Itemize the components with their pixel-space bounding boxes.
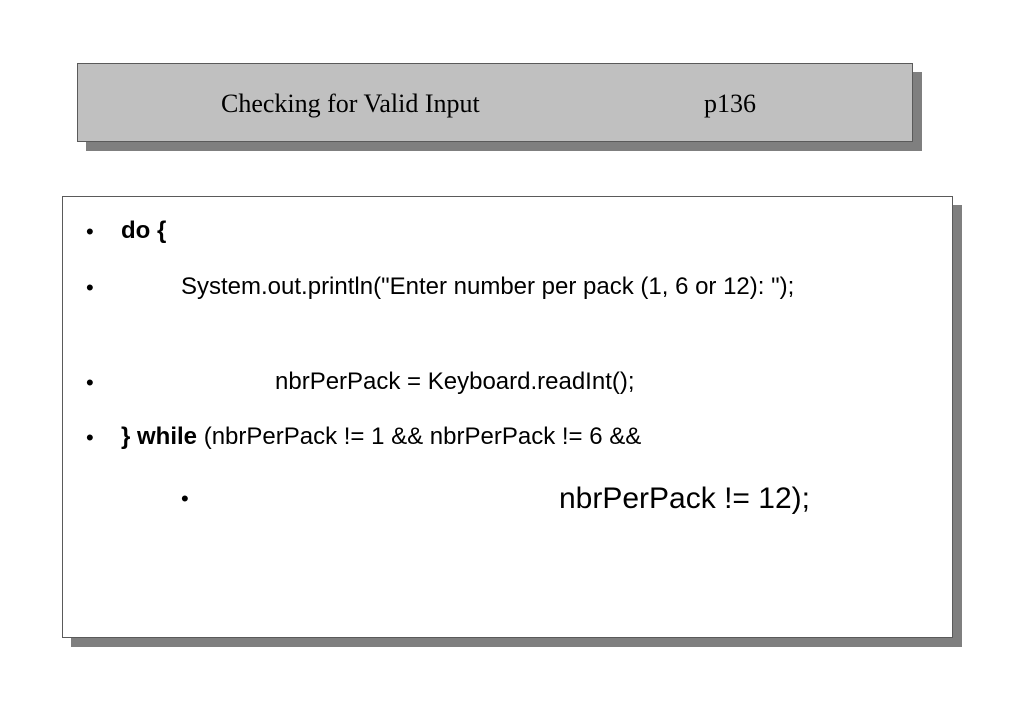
slide-title: Checking for Valid Input: [221, 89, 480, 118]
sub-bullet-marker: •: [181, 486, 189, 511]
bullet-marker: •: [86, 370, 94, 395]
code-line-while: } while (nbrPerPack != 1 && nbrPerPack !…: [121, 420, 641, 454]
code-line-do: do {: [121, 217, 167, 244]
while-keyword: } while: [121, 423, 198, 450]
bullet-marker: •: [86, 219, 94, 244]
content-box: • do { • System.out.println("Enter numbe…: [62, 196, 953, 638]
while-condition: (nbrPerPack != 1 && nbrPerPack != 6 &&: [197, 423, 642, 450]
code-line-condition-end: nbrPerPack != 12);: [559, 482, 810, 515]
code-line-readint: nbrPerPack = Keyboard.readInt();: [275, 368, 635, 395]
page-reference: p136: [704, 89, 756, 118]
code-line-println: System.out.println("Enter number per pac…: [181, 273, 795, 300]
bullet-marker: •: [86, 275, 94, 300]
title-box: Checking for Valid Input p136: [77, 63, 913, 142]
bullet-marker: •: [86, 425, 94, 450]
